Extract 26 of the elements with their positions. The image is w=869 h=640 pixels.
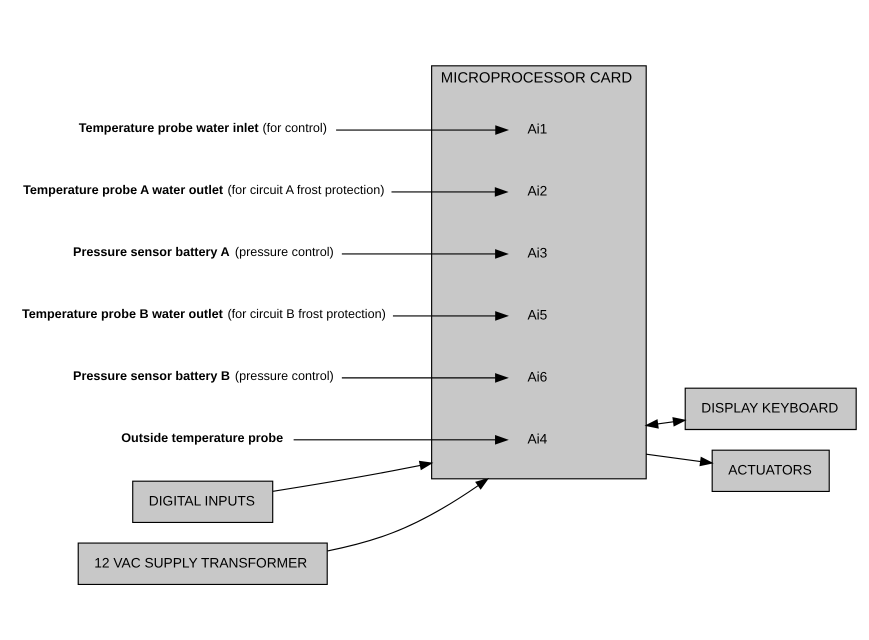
arrow bbox=[391, 186, 509, 196]
node-box: 12 VAC SUPPLY TRANSFORMER bbox=[78, 542, 328, 584]
node-box: ACTUATORS bbox=[712, 449, 830, 492]
arrow bbox=[644, 416, 687, 428]
node-text: Ai3 bbox=[527, 245, 548, 260]
node-text: Temperature probe water inlet (for control) bbox=[78, 120, 327, 135]
node-text: Ai5 bbox=[527, 306, 548, 322]
arrow bbox=[646, 453, 714, 466]
arrow bbox=[328, 477, 490, 551]
arrow bbox=[342, 372, 509, 382]
node-box: DISPLAY KEYBOARD bbox=[684, 387, 857, 430]
arrow bbox=[272, 460, 434, 492]
node-text: Ai2 bbox=[527, 183, 548, 198]
node-text: Outside temperature probe bbox=[121, 430, 284, 444]
arrow bbox=[294, 434, 509, 444]
node-text: Ai6 bbox=[527, 368, 548, 384]
arrow bbox=[342, 248, 509, 258]
arrow bbox=[392, 310, 509, 320]
node-text: Pressure sensor battery A (pressure control) bbox=[73, 244, 334, 259]
node-text: Temperature probe A water outlet (for circuit A frost protection) bbox=[23, 182, 384, 197]
node-text: Temperature probe B water outlet (for circuit B frost protection) bbox=[22, 306, 386, 320]
node-text: Pressure sensor battery B (pressure control) bbox=[73, 368, 334, 382]
node-text: Ai1 bbox=[527, 121, 548, 136]
node-text: Ai4 bbox=[527, 430, 548, 446]
arrow bbox=[336, 124, 510, 134]
node-box: DIGITAL INPUTS bbox=[132, 480, 274, 523]
